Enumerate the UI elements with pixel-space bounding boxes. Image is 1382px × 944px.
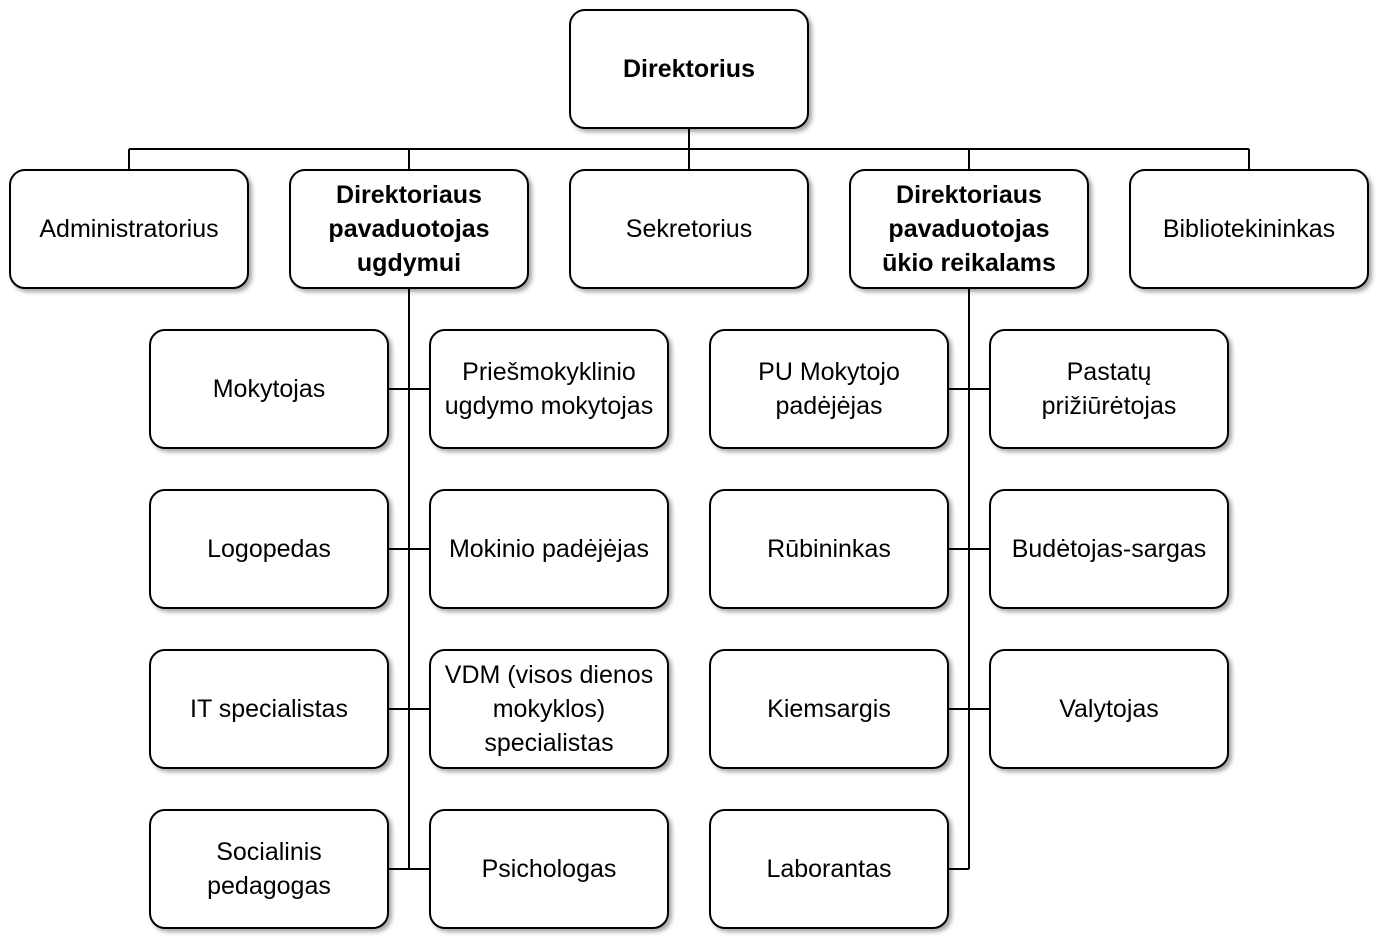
preschool-teacher-box: Priešmokyklinio ugdymo mokytojas	[429, 329, 669, 449]
it-specialist-box: IT specialistas	[149, 649, 389, 769]
pu-teacher-assistant-box: PU Mokytojo padėjėjas	[709, 329, 949, 449]
vdm-specialist-box: VDM (visos dienos mokyklos) specialistas	[429, 649, 669, 769]
teacher-box: Mokytojas	[149, 329, 389, 449]
deputy-facilities-box: Direktoriaus pavaduotojas ūkio reikalams	[849, 169, 1089, 289]
student-assistant-box: Mokinio padėjėjas	[429, 489, 669, 609]
administrator-box: Administratorius	[9, 169, 249, 289]
director-box: Direktorius	[569, 9, 809, 129]
yard-keeper-box: Kiemsargis	[709, 649, 949, 769]
building-caretaker-box: Pastatų prižiūrėtojas	[989, 329, 1229, 449]
psychologist-box: Psichologas	[429, 809, 669, 929]
laboratory-assistant-box: Laborantas	[709, 809, 949, 929]
cloakroom-attendant-box: Rūbininkas	[709, 489, 949, 609]
deputy-education-box: Direktoriaus pavaduotojas ugdymui	[289, 169, 529, 289]
watchman-box: Budėtojas-sargas	[989, 489, 1229, 609]
secretary-box: Sekretorius	[569, 169, 809, 289]
social-pedagogue-box: Socialinis pedagogas	[149, 809, 389, 929]
cleaner-box: Valytojas	[989, 649, 1229, 769]
librarian-box: Bibliotekininkas	[1129, 169, 1369, 289]
speech-therapist-box: Logopedas	[149, 489, 389, 609]
